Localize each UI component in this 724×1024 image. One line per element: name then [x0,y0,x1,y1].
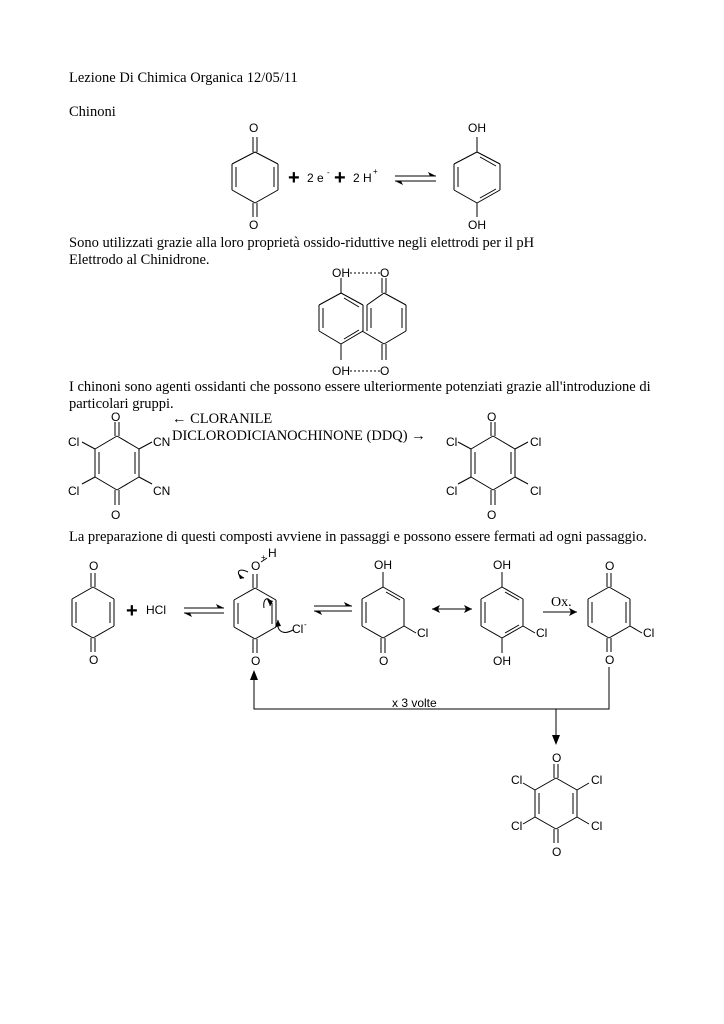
atom-label: O [89,559,98,573]
atom-label: OH [468,218,486,232]
atom-label: O [249,121,258,135]
atom-label: O [487,508,496,522]
atom-label: O [251,559,260,573]
atom-label: OH [332,266,350,280]
atom-label: Cl [530,435,541,449]
hydroquinone-structure: OH OH [453,121,501,232]
equilibrium-arrow [395,172,436,185]
oxidation-label: Ox. [551,595,572,610]
atom-label: O [249,218,258,232]
chloranil-label: ← CLORANILE [172,411,273,427]
benzoquinone-structure: O O [231,121,279,232]
atom-label: O [552,845,561,859]
atom-label: OH [468,121,486,135]
atom-label: Cl [446,484,457,498]
benzoquinone-start-structure: O O [71,559,115,667]
atom-label: Cl [417,626,428,640]
atom-label: O [251,654,260,668]
paragraph-oxidants-line-2: particolari gruppi. [69,396,174,412]
charge-label: - [304,620,307,629]
section-title: Chinoni [69,104,116,120]
atom-label: Cl [536,626,547,640]
paragraph-preparation: La preparazione di questi composti avvie… [69,529,647,545]
atom-label: O [380,266,389,280]
atom-label: OH [332,364,350,378]
atom-label: O [111,508,120,522]
atom-label: OH [374,558,392,572]
atom-label: Cl [68,484,79,498]
repeat-label: x 3 volte [392,696,437,710]
repeat-loop-arrow: x 3 volte [250,667,610,745]
atom-label: Cl [511,819,522,833]
charge-label: + [373,167,378,176]
protons-label: 2 H [353,171,372,185]
ddq-label: DICLORODICIANOCHINONE (DDQ) → [172,428,426,444]
atom-label: OH [493,558,511,572]
atom-label: O [605,559,614,573]
atom-label: Cl [643,626,654,640]
plus-sign: + [334,167,346,189]
atom-label: CN [153,435,170,449]
atom-label: Cl [446,435,457,449]
paragraph-redox-line-2: Elettrodo al Chinidrone. [69,252,210,268]
chloranil-product-structure: O O Cl Cl Cl Cl [511,751,602,859]
atom-label: Cl [591,819,602,833]
atom-label: Cl [530,484,541,498]
atom-label: O [380,364,389,378]
hcl-label: HCl [146,603,166,617]
chlorobenzoquinone-structure: O O Cl [587,559,654,667]
page-title: Lezione Di Chimica Organica 12/05/11 [69,70,298,86]
oxidation-arrow: Ox. [543,595,577,616]
ddq-structure: O O Cl Cl CN CN [68,410,170,522]
atom-label: OH [493,654,511,668]
paragraph-redox-line-1: Sono utilizzati grazie alla loro proprie… [69,235,535,251]
chloro-enol-structure: OH O Cl [361,558,428,668]
atom-label: CN [153,484,170,498]
atom-label: Cl [591,773,602,787]
hydrogen-label: H [268,546,277,560]
equilibrium-arrow [314,602,352,615]
atom-label: O [605,653,614,667]
atom-label: O [487,410,496,424]
atom-label: O [379,654,388,668]
charge-label: + [261,553,266,562]
chlorohydroquinone-structure: OH OH Cl [480,558,547,668]
electrons-label: 2 e [307,171,324,185]
chloride-label: Cl [292,622,303,636]
chloranil-structure: O O Cl Cl Cl Cl [446,410,541,522]
paragraph-oxidants-line-1: I chinoni sono agenti ossidanti che poss… [69,379,651,395]
plus-sign: + [126,600,138,622]
resonance-arrow [432,605,472,613]
atom-label: O [111,410,120,424]
charge-label: - [327,168,330,177]
atom-label: Cl [511,773,522,787]
atom-label: O [89,653,98,667]
protonated-quinone-structure: O O + H Cl - [233,546,307,668]
atom-label: O [552,751,561,765]
quinhydrone-structure: OH O OH O [318,266,407,378]
atom-label: Cl [68,435,79,449]
plus-sign: + [288,167,300,189]
equilibrium-arrow [184,604,224,617]
